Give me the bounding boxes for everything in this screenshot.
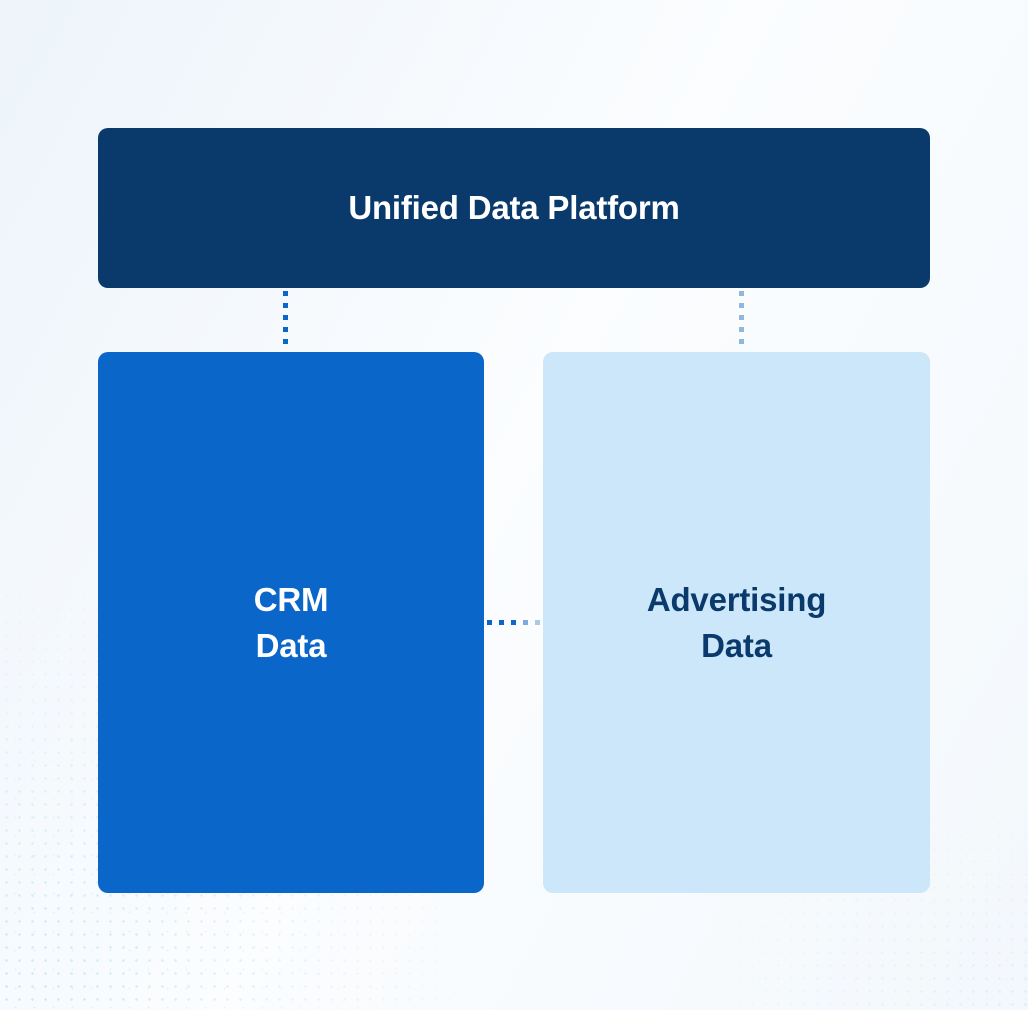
node-crm-data-label-line1: CRM	[253, 580, 329, 618]
connector-crm-to-advertising	[487, 620, 540, 625]
connector-dot	[535, 620, 540, 625]
node-advertising-data-label-line1: Advertising	[646, 580, 827, 618]
connector-dot	[523, 620, 528, 625]
connector-dot	[499, 620, 504, 625]
node-unified-data-platform-label: Unified Data Platform	[348, 189, 680, 226]
connector-dot	[511, 620, 516, 625]
node-crm-data: CRM Data	[98, 352, 484, 893]
connector-dot	[487, 620, 492, 625]
node-crm-data-label: CRM Data	[254, 577, 329, 669]
node-advertising-data: Advertising Data	[543, 352, 930, 893]
node-crm-data-label-line2: Data	[255, 626, 327, 664]
connector-platform-to-crm	[283, 291, 288, 349]
connector-platform-to-advertising	[739, 291, 744, 349]
node-advertising-data-label-line2: Data	[701, 626, 772, 664]
node-advertising-data-label: Advertising Data	[646, 577, 827, 669]
node-unified-data-platform: Unified Data Platform	[98, 128, 930, 288]
